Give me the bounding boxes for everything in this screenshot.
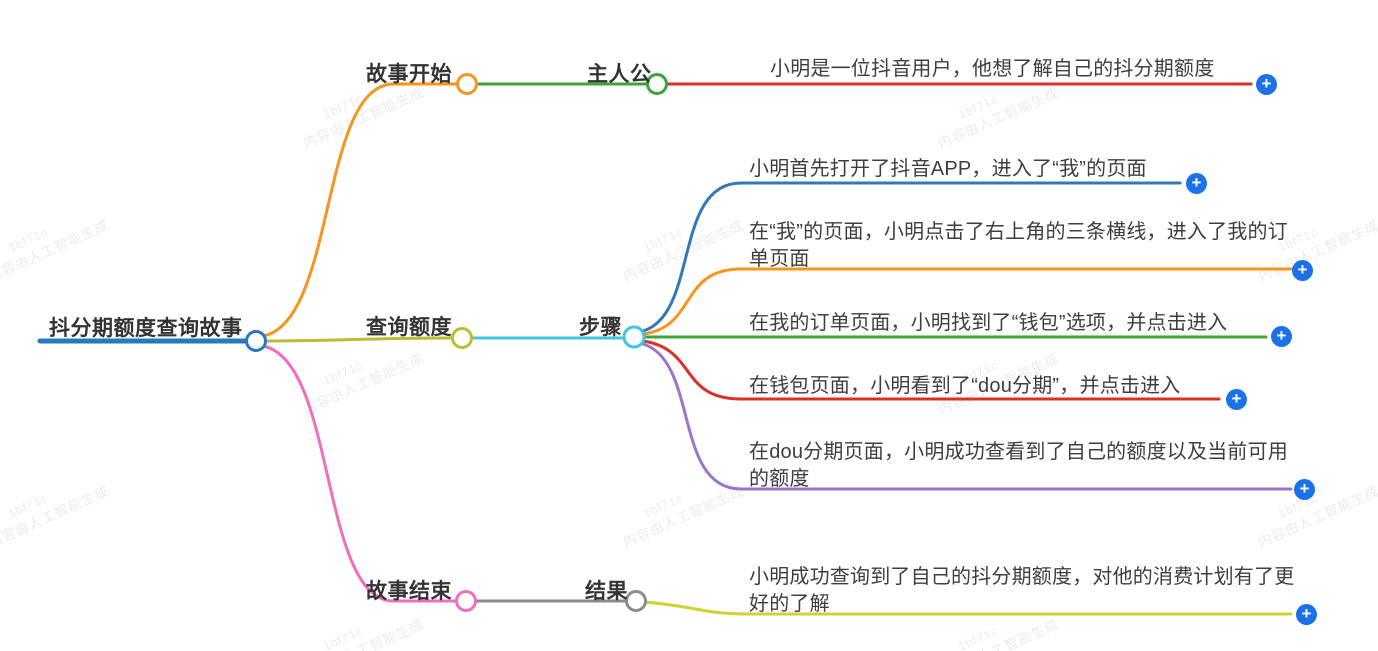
leaf-result-text[interactable]: 小明成功查询到了自己的抖分期额度，对他的消费计划有了更好的了解 (749, 566, 1295, 615)
leaf-underline-result (643, 600, 1293, 616)
topic-query[interactable]: 查询额度 (366, 316, 452, 339)
plus-icon: + (1301, 604, 1312, 623)
branch-line-query (264, 336, 454, 343)
branch-line-story-start (261, 82, 459, 338)
topic-story-start[interactable]: 故事开始 (366, 63, 452, 86)
node-circle-protagonist[interactable] (646, 73, 668, 95)
leaf-underline-step-5 (641, 342, 1293, 491)
add-child-button-step-5[interactable]: + (1294, 479, 1315, 500)
plus-icon: + (1231, 389, 1242, 408)
add-child-button-step-4[interactable]: + (1226, 389, 1247, 410)
leaf-step-3-text[interactable]: 在我的订单页面，小明找到了“钱包”选项，并点击进入 (749, 312, 1228, 334)
add-child-button-result[interactable]: + (1296, 604, 1317, 625)
topic-result[interactable]: 结果 (585, 580, 628, 603)
node-circle-steps[interactable] (622, 325, 646, 349)
add-child-button-protagonist[interactable]: + (1256, 74, 1277, 95)
plus-icon: + (1297, 260, 1308, 279)
leaf-underline-step-4 (641, 339, 1221, 401)
leaf-step-4-text[interactable]: 在钱包页面，小明看到了“dou分期”，并点击进入 (749, 375, 1181, 397)
add-child-button-step-2[interactable]: + (1292, 260, 1313, 281)
topic-story-end[interactable]: 故事结束 (366, 580, 452, 603)
leaf-step-2-text[interactable]: 在“我”的页面，小明点击了右上角的三条横线，进入了我的订单页面 (749, 221, 1288, 270)
leaf-step-1-text[interactable]: 小明首先打开了抖音APP，进入了“我”的页面 (749, 158, 1147, 180)
plus-icon: + (1261, 74, 1272, 93)
plus-icon: + (1299, 479, 1310, 498)
leaf-protagonist-text[interactable]: 小明是一位抖音用户，他想了解自己的抖分期额度 (770, 58, 1215, 80)
plus-icon: + (1276, 326, 1287, 345)
branch-line-story-end (261, 344, 458, 603)
topic-protagonist[interactable]: 主人公 (587, 63, 652, 86)
plus-icon: + (1191, 173, 1202, 192)
leaf-underline-step-1 (641, 181, 1182, 333)
add-child-button-step-1[interactable]: + (1186, 173, 1207, 194)
node-circle-story-start[interactable] (456, 73, 478, 95)
leaf-step-5-text[interactable]: 在dou分期页面，小明成功查看到了自己的额度以及当前可用的额度 (749, 441, 1288, 490)
node-circle-query[interactable] (451, 327, 473, 349)
topic-steps[interactable]: 步骤 (579, 316, 622, 339)
node-circle-root[interactable] (245, 330, 267, 352)
node-circle-story-end[interactable] (455, 590, 477, 612)
node-circle-result[interactable] (625, 590, 647, 612)
add-child-button-step-3[interactable]: + (1271, 326, 1292, 347)
root-topic[interactable]: 抖分期额度查询故事 (49, 317, 243, 340)
leaf-underline-step-2 (641, 267, 1293, 336)
